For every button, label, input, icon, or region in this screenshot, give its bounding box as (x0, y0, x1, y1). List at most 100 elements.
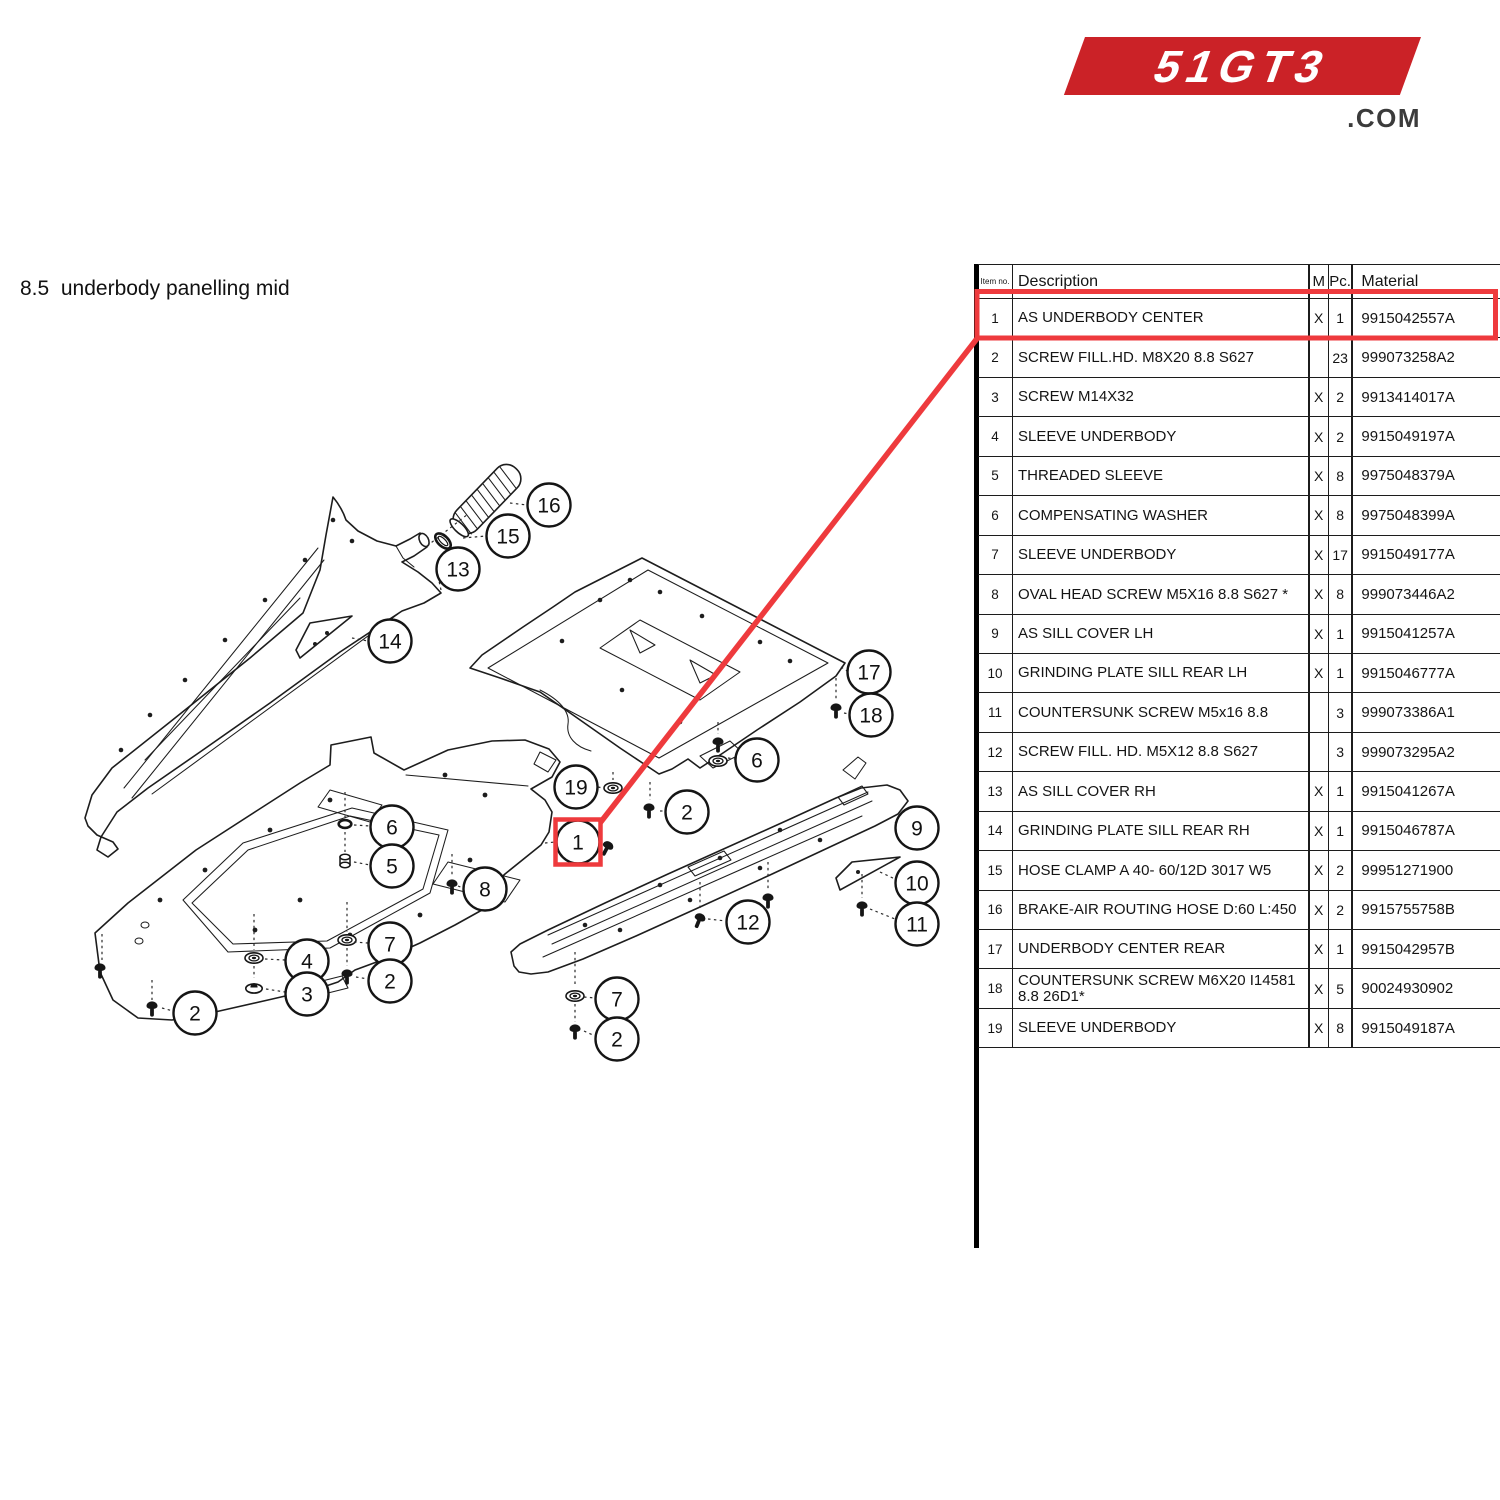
row-item-no: 9 (978, 614, 1013, 653)
row-pc: 2 (1329, 377, 1353, 417)
table-row[interactable]: 13 AS SILL COVER RH X 1 9915041267A (978, 772, 1500, 812)
callout-11[interactable]: 11 (894, 901, 940, 947)
table-row[interactable]: 9 AS SILL COVER LH X 1 9915041257A (978, 614, 1500, 654)
table-row[interactable]: 3 SCREW M14X32 X 2 9913414017A (978, 377, 1500, 418)
row-item-no: 16 (978, 890, 1013, 929)
table-row[interactable]: 12 SCREW FILL. HD. M5X12 8.8 S627 3 9990… (978, 732, 1500, 773)
callout-2[interactable]: 2 (594, 1016, 640, 1062)
svg-text:1: 1 (572, 832, 584, 855)
table-row[interactable]: 10 GRINDING PLATE SILL REAR LH X 1 99150… (978, 653, 1500, 694)
table-row[interactable]: 8 OVAL HEAD SCREW M5X16 8.8 S627 * X 8 9… (978, 575, 1500, 615)
svg-text:6: 6 (751, 750, 763, 773)
row-m: X (1308, 811, 1329, 851)
row-m (1308, 338, 1329, 377)
table-row[interactable]: 7 SLEEVE UNDERBODY X 17 9915049177A (978, 535, 1500, 576)
callout-12[interactable]: 12 (725, 899, 771, 945)
row-pc: 1 (1329, 772, 1353, 811)
table-header-row: Item no. Description M Pc. Material (978, 265, 1500, 299)
svg-text:2: 2 (384, 971, 396, 994)
svg-text:7: 7 (611, 989, 623, 1012)
row-m: X (1308, 930, 1329, 969)
row-material: 9915049177A (1352, 535, 1500, 575)
table-row[interactable]: 6 COMPENSATING WASHER X 8 9975048399A (978, 496, 1500, 536)
callout-1[interactable]: 1 (555, 819, 601, 865)
row-description: COUNTERSUNK SCREW M6X20 I14581 8.8 26D1* (1013, 969, 1309, 1008)
table-row[interactable]: 4 SLEEVE UNDERBODY X 2 9915049197A (978, 417, 1500, 457)
row-m: X (1308, 851, 1329, 890)
row-item-no: 15 (978, 851, 1013, 890)
svg-text:9: 9 (911, 818, 923, 841)
row-item-no: 4 (978, 417, 1013, 456)
row-item-no: 7 (978, 535, 1013, 575)
callout-3[interactable]: 3 (284, 971, 330, 1017)
table-row[interactable]: 5 THREADED SLEEVE X 8 9975048379A (978, 456, 1500, 497)
svg-text:5: 5 (386, 856, 398, 879)
row-material: 90024930902 (1352, 969, 1500, 1008)
table-row[interactable]: 16 BRAKE-AIR ROUTING HOSE D:60 L:450 X 2… (978, 890, 1500, 930)
part-hose-clamp (433, 532, 453, 550)
table-row[interactable]: 11 COUNTERSUNK SCREW M5x16 8.8 3 9990733… (978, 693, 1500, 733)
row-item-no: 14 (978, 811, 1013, 851)
row-material: 9913414017A (1352, 377, 1500, 417)
row-pc: 1 (1329, 653, 1353, 693)
row-description: AS SILL COVER LH (1013, 614, 1309, 653)
row-pc: 1 (1329, 811, 1353, 851)
svg-text:14: 14 (378, 631, 402, 654)
callout-17[interactable]: 17 (846, 649, 892, 695)
table-row[interactable]: 14 GRINDING PLATE SILL REAR RH X 1 99150… (978, 811, 1500, 852)
row-item-no: 17 (978, 930, 1013, 969)
row-description: SCREW FILL. HD. M5X12 8.8 S627 (1013, 732, 1309, 772)
threaded-sleeve-icon (339, 853, 351, 869)
row-material: 9915755758B (1352, 890, 1500, 929)
row-description: THREADED SLEEVE (1013, 456, 1309, 496)
row-item-no: 8 (978, 575, 1013, 614)
row-description: AS UNDERBODY CENTER (1013, 299, 1309, 338)
row-item-no: 2 (978, 338, 1013, 377)
callout-16[interactable]: 16 (526, 482, 572, 528)
row-item-no: 12 (978, 732, 1013, 772)
row-description: SLEEVE UNDERBODY (1013, 535, 1309, 575)
row-description: GRINDING PLATE SILL REAR LH (1013, 653, 1309, 693)
row-description: SLEEVE UNDERBODY (1013, 417, 1309, 456)
screw-icon (690, 911, 707, 930)
callout-14[interactable]: 14 (367, 618, 413, 664)
callout-8[interactable]: 8 (462, 866, 508, 912)
callout-15[interactable]: 15 (485, 513, 531, 559)
table-row[interactable]: 19 SLEEVE UNDERBODY X 8 9915049187A (978, 1008, 1500, 1049)
row-m: X (1308, 772, 1329, 811)
svg-text:18: 18 (859, 705, 882, 728)
svg-text:13: 13 (446, 559, 469, 582)
screw-icon (643, 803, 655, 819)
row-description: GRINDING PLATE SILL REAR RH (1013, 811, 1309, 851)
table-row[interactable]: 18 COUNTERSUNK SCREW M6X20 I14581 8.8 26… (978, 969, 1500, 1009)
callout-19[interactable]: 19 (553, 764, 599, 810)
screw-icon (830, 703, 842, 719)
row-material: 9915041257A (1352, 614, 1500, 653)
callout-9[interactable]: 9 (894, 805, 940, 851)
row-pc: 1 (1329, 930, 1353, 969)
row-pc: 5 (1329, 969, 1353, 1008)
callout-2[interactable]: 2 (367, 958, 413, 1004)
table-row[interactable]: 17 UNDERBODY CENTER REAR X 1 9915042957B (978, 930, 1500, 970)
row-item-no: 10 (978, 653, 1013, 693)
header-item-no: Item no. (978, 265, 1013, 298)
row-pc: 8 (1329, 575, 1353, 614)
row-description: UNDERBODY CENTER REAR (1013, 930, 1309, 969)
callout-2[interactable]: 2 (172, 990, 218, 1036)
row-description: COMPENSATING WASHER (1013, 496, 1309, 535)
callout-10[interactable]: 10 (894, 860, 940, 906)
row-material: 999073446A2 (1352, 575, 1500, 614)
table-row[interactable]: 2 SCREW FILL.HD. M8X20 8.8 S627 23 99907… (978, 338, 1500, 378)
callout-5[interactable]: 5 (369, 843, 415, 889)
row-pc: 1 (1329, 614, 1353, 653)
table-row[interactable]: 15 HOSE CLAMP A 40- 60/12D 3017 W5 X 2 9… (978, 851, 1500, 891)
callout-6[interactable]: 6 (369, 804, 415, 850)
row-material: 9915042557A (1352, 299, 1500, 338)
callout-18[interactable]: 18 (848, 692, 894, 738)
svg-text:19: 19 (564, 777, 587, 800)
table-row-selected[interactable]: 1 AS UNDERBODY CENTER X 1 9915042557A (978, 299, 1500, 339)
callout-7[interactable]: 7 (594, 976, 640, 1022)
callout-2[interactable]: 2 (664, 789, 710, 835)
callout-13[interactable]: 13 (435, 546, 481, 592)
callout-6[interactable]: 6 (734, 737, 780, 783)
